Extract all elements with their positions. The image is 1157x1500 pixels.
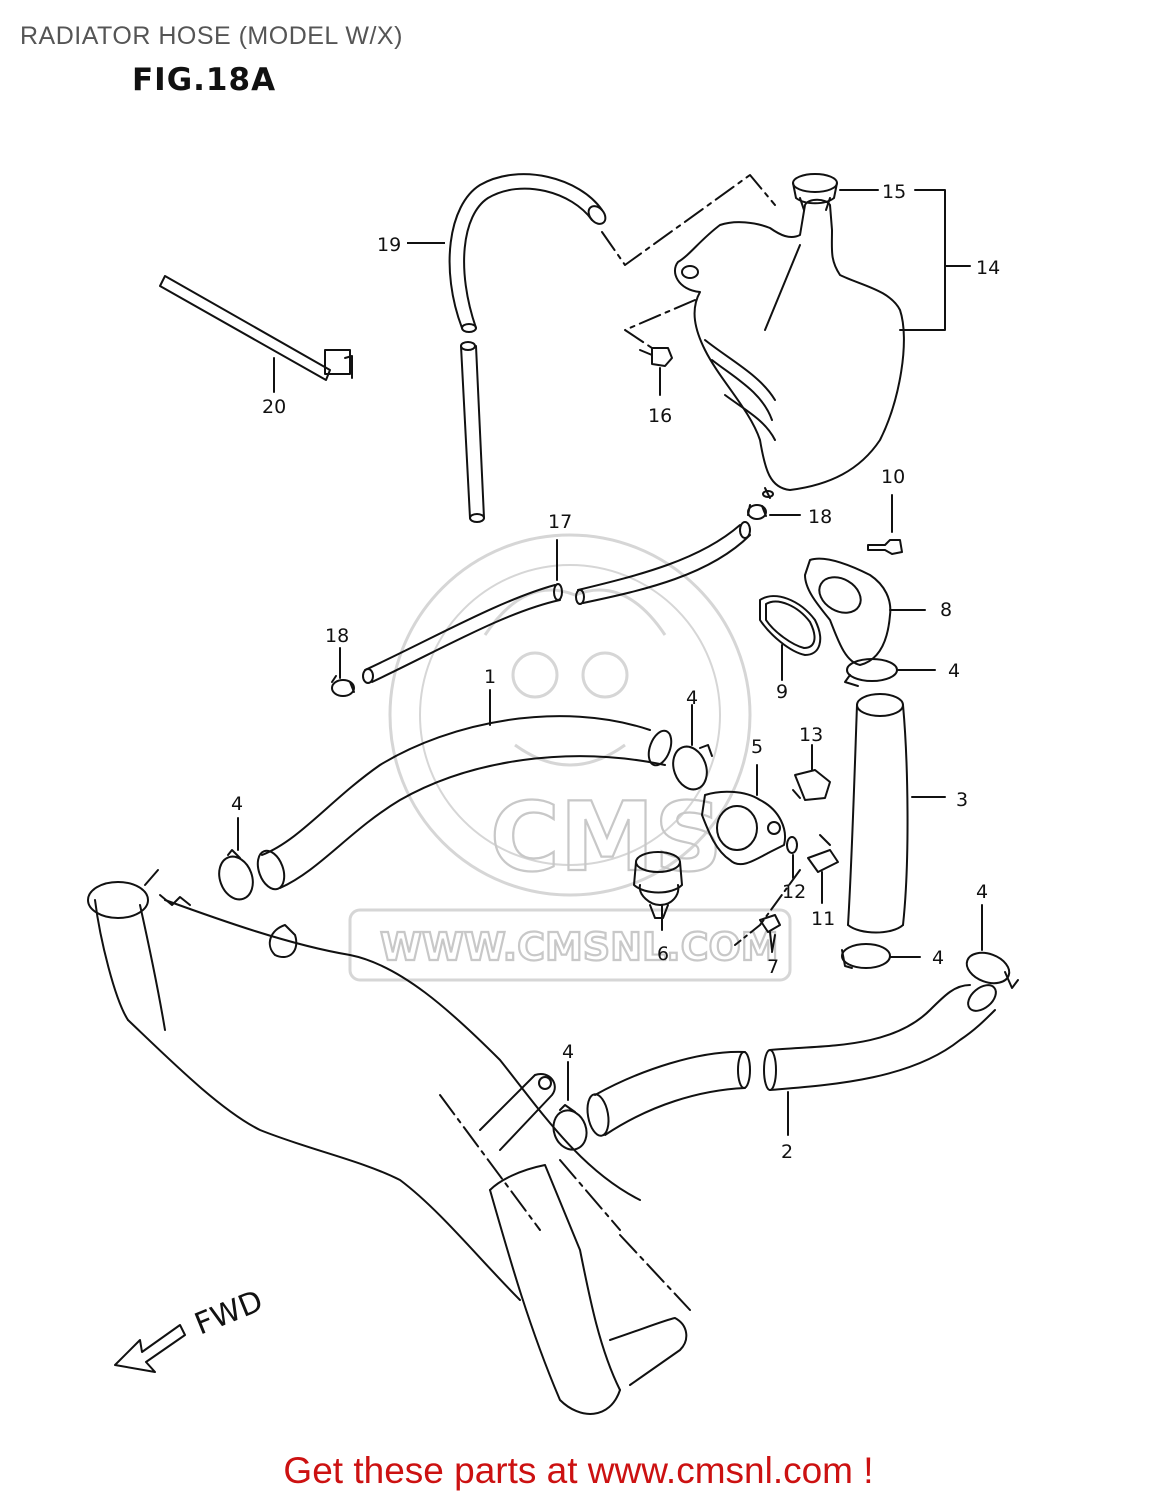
clamp-4-thermostat: [844, 658, 936, 687]
callout-13: 13: [799, 724, 823, 746]
clamp-4-hose1-left: [218, 817, 254, 901]
bolt-7: [759, 914, 781, 953]
clamp-4-hose2-left: [552, 1061, 588, 1151]
clamp-18-upper: [747, 504, 801, 520]
reservoir-cap-15: [792, 173, 838, 211]
bolt-10: [867, 494, 903, 555]
callout-18-a: 18: [808, 506, 832, 528]
callout-4-e: 4: [976, 881, 988, 903]
callout-4-d: 4: [932, 947, 944, 969]
radiator: [87, 869, 691, 1415]
callout-3: 3: [956, 789, 968, 811]
callout-12: 12: [782, 881, 806, 903]
callout-4-f: 4: [562, 1041, 574, 1063]
callout-7: 7: [767, 956, 779, 978]
hose-2: [586, 984, 997, 1137]
callout-10: 10: [881, 466, 905, 488]
figure-label: FIG.18A: [132, 62, 277, 98]
hose-17: [362, 521, 751, 684]
callout-2: 2: [781, 1141, 793, 1163]
callout-4-b: 4: [948, 660, 960, 682]
callout-9: 9: [776, 681, 788, 703]
callout-17: 17: [548, 511, 572, 533]
clamp-4-hose2-right: [965, 904, 1019, 989]
callout-16: 16: [648, 405, 672, 427]
callout-11: 11: [811, 908, 835, 930]
hose-19: [448, 173, 607, 523]
callout-14: 14: [976, 257, 1000, 279]
clamp-18-lower: [331, 647, 355, 697]
callout-18-b: 18: [325, 625, 349, 647]
fwd-label: FWD: [190, 1284, 268, 1343]
callout-19: 19: [377, 234, 401, 256]
callout-15: 15: [882, 181, 906, 203]
reservoir-tank-14: [673, 198, 905, 499]
callout-4-a: 4: [686, 687, 698, 709]
callout-1: 1: [484, 666, 496, 688]
bolt-16: [639, 347, 673, 396]
sensor-13: [792, 744, 831, 801]
clamp-4-lower-right: [841, 943, 921, 969]
clamp-4-hose1-right: [672, 704, 713, 791]
hose-3: [847, 693, 946, 934]
parts-link[interactable]: Get these parts at www.cmsnl.com !: [283, 1450, 874, 1491]
gasket-9: [759, 595, 822, 681]
switch-11: [807, 834, 839, 904]
fwd-arrow: [114, 1324, 186, 1373]
thermostat-6: [633, 851, 683, 931]
callout-5: 5: [751, 736, 763, 758]
hose-1: [256, 689, 673, 891]
callout-8: 8: [940, 599, 952, 621]
cable-tie-20: [159, 275, 353, 393]
washer-12: [786, 836, 798, 879]
callout-20: 20: [262, 396, 286, 418]
callout-4-c: 4: [231, 793, 243, 815]
page-title: RADIATOR HOSE (MODEL W/X): [20, 22, 403, 50]
thermostat-cover-8: [804, 557, 926, 666]
thermostat-housing-5: [701, 764, 786, 866]
callout-6: 6: [657, 943, 669, 965]
